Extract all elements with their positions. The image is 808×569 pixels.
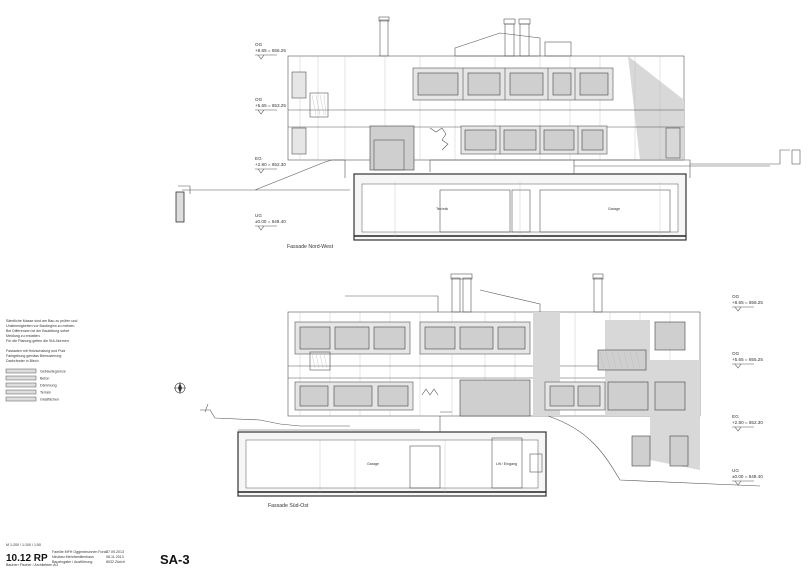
legend-label: Dämmung [40, 384, 57, 388]
shadow-area [628, 56, 684, 160]
level-value: ±0.00 = 649.40 [732, 474, 763, 479]
room-label: Lift / Eingang [496, 462, 517, 466]
level-name: OG [732, 351, 740, 356]
retaining-wall [175, 191, 185, 223]
level-value: ±0.00 = 649.40 [255, 219, 286, 224]
title-block: M 1:200 / 1:100 / 1:50 10.12 RP Bauherr … [6, 543, 190, 567]
north-arrow-icon [174, 382, 186, 394]
general-notes: Sämtliche Masse sind am Bau zu prüfen un… [6, 319, 77, 363]
sheet-number: SA-3 [160, 552, 190, 567]
room-label: Garage [608, 207, 620, 211]
note-line: Sämtliche Masse sind am Bau zu prüfen un… [6, 319, 77, 323]
room-label: Technik [436, 207, 448, 211]
project-code: 10.12 RP [6, 553, 48, 564]
title-line: Baueingabe / Ausführung [52, 560, 92, 564]
window [291, 127, 307, 155]
ribbon-window-og [412, 67, 614, 101]
elevation-caption: Fassade Nord-West [287, 244, 334, 250]
level-name: EG [255, 156, 262, 161]
level-value: +2.80 = 652.30 [255, 162, 286, 167]
windows-og-so [294, 321, 686, 371]
note-line: Unstimmigkeiten vor Baubeginn zu melden. [6, 324, 75, 328]
elevation-sued-ost: OG +8.65 = 658.25 OG +5.65 = 655.25 EG +… [200, 273, 763, 509]
note-line: Fassaden mit Holzschalung und Putz [6, 349, 66, 353]
level-value: +8.65 = 656.25 [255, 48, 286, 53]
level-markers-nw: OG +8.65 = 656.25 OG +5.65 = 653.25 EG +… [255, 42, 286, 231]
legend: Gebäudegrenze Beton Dämmung Terrain Glas… [5, 368, 66, 402]
level-value: +5.65 = 655.25 [732, 357, 763, 362]
note-line: Bei Differenzen ist der Bauleitung sofor… [6, 329, 69, 333]
elevation-caption: Fassade Süd-Ost [268, 503, 309, 509]
note-line: Dachränder in Blech [6, 359, 39, 363]
windows-eg-so [294, 379, 686, 417]
level-name: EG [732, 414, 739, 419]
room-label: Garage [367, 462, 379, 466]
entrance-volume [369, 125, 415, 171]
title-date: 08.11.2013 [106, 555, 124, 559]
scale-line: M 1:200 / 1:100 / 1:50 [6, 543, 41, 547]
level-name: OG [255, 42, 263, 47]
elevation-nord-west: OG +8.65 = 656.25 OG +5.65 = 653.25 EG +… [175, 16, 801, 250]
level-name: OG [255, 97, 263, 102]
balcony-rail [309, 92, 329, 118]
level-value: +8.65 = 658.25 [732, 300, 763, 305]
level-markers-so: OG +8.65 = 658.25 OG +5.65 = 655.25 EG +… [732, 294, 763, 486]
note-line: Meldung zu erstatten. [6, 334, 41, 338]
note-line: Farbgebung gemäss Bemusterung [6, 354, 61, 358]
level-name: OG [732, 294, 740, 299]
window [291, 71, 307, 99]
ribbon-window-eg [460, 125, 608, 155]
level-name: UG [732, 468, 739, 473]
legend-label: Glasflächen [40, 398, 59, 402]
title-line: Bauherr Fischer / Architekten AG [6, 563, 59, 567]
cladding-lines [299, 56, 661, 160]
level-name: UG [255, 213, 262, 218]
title-line: Neubau Mehrfamilienhaus [52, 555, 94, 559]
title-date: 27.09.2013 [106, 550, 124, 554]
title-line: Familie MFH Oggenbrunnen Forch [52, 550, 108, 554]
title-place: 8032 Zürich [106, 560, 125, 564]
terrain-line [547, 415, 761, 487]
level-value: +2.80 = 652.30 [732, 420, 763, 425]
legend-label: Terrain [40, 391, 51, 395]
note-line: Für die Planung gelten die SIA-Normen. [6, 339, 70, 343]
legend-label: Gebäudegrenze [40, 370, 66, 374]
level-value: +5.65 = 653.25 [255, 103, 286, 108]
legend-label: Beton [40, 377, 49, 381]
